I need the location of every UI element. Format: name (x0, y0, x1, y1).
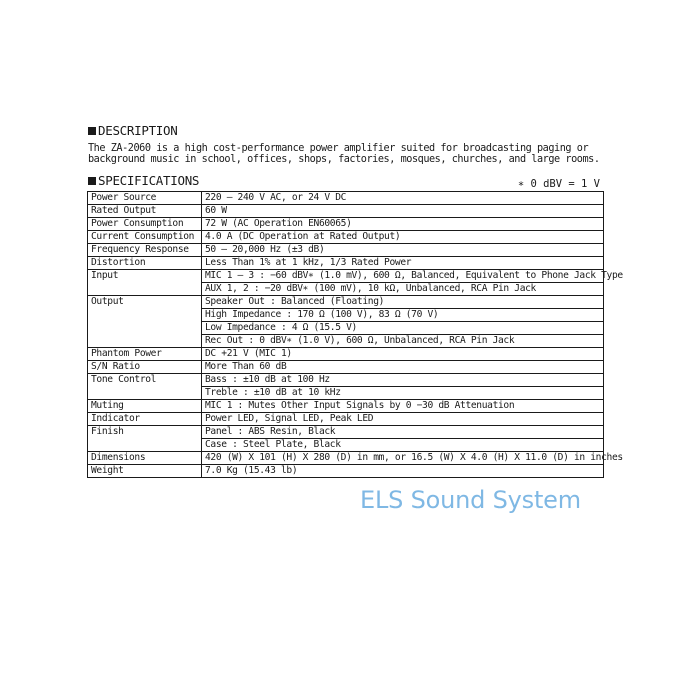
watermark-text: ELS Sound System (360, 486, 581, 514)
spec-label: Finish (87, 425, 202, 439)
spec-label (87, 308, 202, 322)
spec-value: 4.0 A (DC Operation at Rated Output) (201, 230, 604, 244)
spec-value: Power LED, Signal LED, Peak LED (201, 412, 604, 426)
spec-label (87, 282, 202, 296)
spec-value: MIC 1 : Mutes Other Input Signals by 0 −… (201, 399, 604, 413)
specifications-heading-text: SPECIFICATIONS (98, 173, 200, 188)
table-row: AUX 1, 2 : −20 dBV∗ (100 mV), 10 kΩ, Unb… (87, 282, 604, 296)
table-row: Treble : ±10 dB at 10 kHz (87, 386, 604, 400)
description-heading-text: DESCRIPTION (98, 123, 178, 138)
spec-value: DC +21 V (MIC 1) (201, 347, 604, 361)
spec-label: S/N Ratio (87, 360, 202, 374)
spec-label (87, 386, 202, 400)
table-row: Case : Steel Plate, Black (87, 438, 604, 452)
spec-label (87, 438, 202, 452)
spec-value: Case : Steel Plate, Black (201, 438, 604, 452)
spec-label: Tone Control (87, 373, 202, 387)
spec-value: Low Impedance : 4 Ω (15.5 V) (201, 321, 604, 335)
specifications-heading: SPECIFICATIONS (88, 173, 199, 188)
bullet-square-icon (88, 176, 96, 185)
spec-value: More Than 60 dB (201, 360, 604, 374)
spec-value: 420 (W) X 101 (H) X 280 (D) in mm, or 16… (201, 451, 623, 465)
spec-value: Speaker Out : Balanced (Floating) (201, 295, 604, 309)
spec-value: AUX 1, 2 : −20 dBV∗ (100 mV), 10 kΩ, Unb… (201, 282, 604, 296)
spec-label: Frequency Response (87, 243, 202, 257)
table-row: High Impedance : 170 Ω (100 V), 83 Ω (70… (87, 308, 604, 322)
spec-value: Treble : ±10 dB at 10 kHz (201, 386, 604, 400)
table-row: Low Impedance : 4 Ω (15.5 V) (87, 321, 604, 335)
dbv-footnote: ∗ 0 dBV = 1 V (517, 178, 600, 190)
spec-label: Dimensions (87, 451, 202, 465)
spec-value: Less Than 1% at 1 kHz, 1/3 Rated Power (201, 256, 604, 270)
spec-label (87, 321, 202, 335)
spec-label: Muting (87, 399, 202, 413)
bullet-square-icon (88, 126, 96, 135)
spec-value: 50 – 20,000 Hz (±3 dB) (201, 243, 604, 257)
spec-value: MIC 1 – 3 : −60 dBV∗ (1.0 mV), 600 Ω, Ba… (201, 269, 623, 283)
spec-label (87, 334, 202, 348)
spec-label: Current Consumption (87, 230, 202, 244)
spec-value: Bass : ±10 dB at 100 Hz (201, 373, 604, 387)
spec-label: Power Consumption (87, 217, 202, 231)
spec-value: Panel : ABS Resin, Black (201, 425, 604, 439)
spec-label: Rated Output (87, 204, 202, 218)
spec-value: 7.0 Kg (15.43 lb) (201, 464, 604, 478)
spec-label: Distortion (87, 256, 202, 270)
spec-value: 60 W (201, 204, 604, 218)
spec-label: Input (87, 269, 202, 283)
spec-value: Rec Out : 0 dBV∗ (1.0 V), 600 Ω, Unbalan… (201, 334, 604, 348)
spec-label: Power Source (87, 191, 202, 205)
table-row: Rec Out : 0 dBV∗ (1.0 V), 600 Ω, Unbalan… (87, 334, 604, 348)
spec-label: Indicator (87, 412, 202, 426)
spec-label: Output (87, 295, 202, 309)
spec-label: Weight (87, 464, 202, 478)
description-line-1: The ZA-2060 is a high cost-performance p… (88, 143, 589, 154)
spec-label: Phantom Power (87, 347, 202, 361)
description-line-2: background music in school, offices, sho… (88, 154, 600, 165)
description-heading: DESCRIPTION (88, 123, 178, 138)
spec-value: 220 – 240 V AC, or 24 V DC (201, 191, 604, 205)
spec-value: 72 W (AC Operation EN60065) (201, 217, 604, 231)
spec-value: High Impedance : 170 Ω (100 V), 83 Ω (70… (201, 308, 604, 322)
